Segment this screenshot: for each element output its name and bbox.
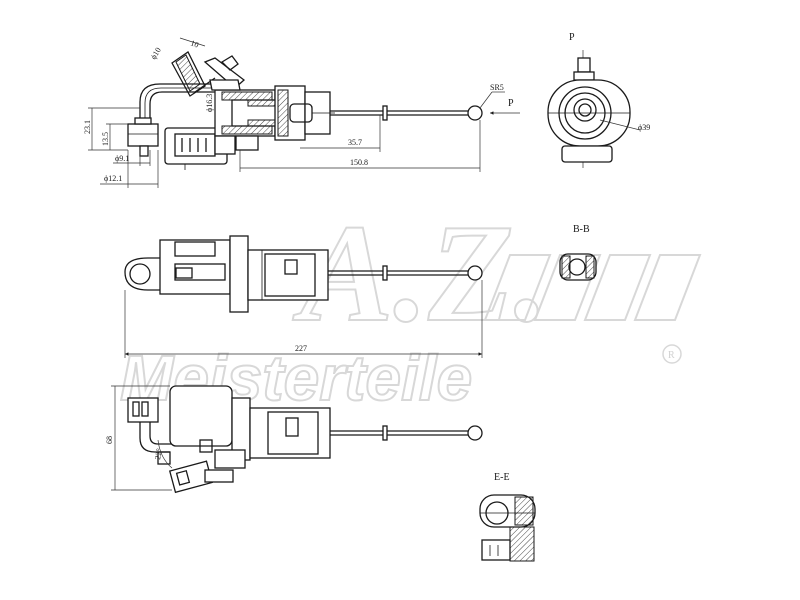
middle-body: [229, 235, 329, 313]
bottom-view: 68 22°: [105, 385, 483, 494]
bottom-lower-fitting: [157, 451, 234, 494]
dim-d16: ϕ16.3: [205, 94, 214, 112]
dim-angle: 22°: [153, 448, 164, 461]
registered-mark-icon: [662, 344, 682, 364]
left-fitting: [127, 117, 159, 157]
view-p: P ϕ39: [547, 32, 650, 168]
view-p-label: P: [569, 32, 575, 43]
push-rod: [330, 105, 483, 121]
dim-d12-1: ϕ12.1: [104, 174, 122, 183]
dim-23-1: 23.1: [83, 120, 92, 134]
inlet-tube: [171, 51, 246, 97]
dim-10: 10: [189, 38, 200, 49]
bottom-body: [169, 385, 331, 469]
bottom-dimensions: 68 22°: [105, 385, 173, 491]
view-bb-label: B-B: [573, 224, 590, 235]
reservoir-cap: [124, 239, 231, 295]
dim-227: 227: [295, 344, 307, 353]
dim-d10: ϕ10: [149, 46, 163, 61]
dim-13-5: 13.5: [101, 132, 110, 146]
watermark-mark: A.Z.: [292, 196, 549, 351]
top-section-view: ϕ10 10 ϕ16.3 SR5 P 23.1 13.5 ϕ9.1 ϕ1: [83, 37, 520, 188]
dim-d39: ϕ39: [638, 123, 650, 132]
registered-mark-letter: R: [668, 350, 675, 361]
middle-side-view: 227: [124, 235, 483, 358]
watermark: A.Z. Meisterteile R: [119, 195, 702, 415]
view-ee-label: E-E: [494, 472, 510, 483]
piston: [289, 103, 335, 123]
top-dimensions: ϕ10 10 ϕ16.3 SR5 P 23.1 13.5 ϕ9.1 ϕ1: [83, 37, 520, 188]
hose-pipe: [139, 83, 230, 146]
arrow-p-label: P: [508, 98, 514, 109]
dim-d9-1: ϕ9.1: [115, 154, 129, 163]
dim-68: 68: [105, 436, 114, 444]
dim-sr5: SR5: [490, 83, 504, 92]
dim-35-7: 35.7: [348, 138, 362, 147]
view-ee: E-E: [479, 472, 536, 562]
bottom-push-rod: [330, 425, 483, 441]
view-bb: B-B: [559, 224, 597, 281]
middle-push-rod: [328, 265, 483, 281]
dim-150-8: 150.8: [350, 158, 368, 167]
middle-dimensions: 227: [124, 280, 483, 358]
bottom-connector: [127, 397, 172, 453]
cylinder-body: [209, 79, 331, 155]
